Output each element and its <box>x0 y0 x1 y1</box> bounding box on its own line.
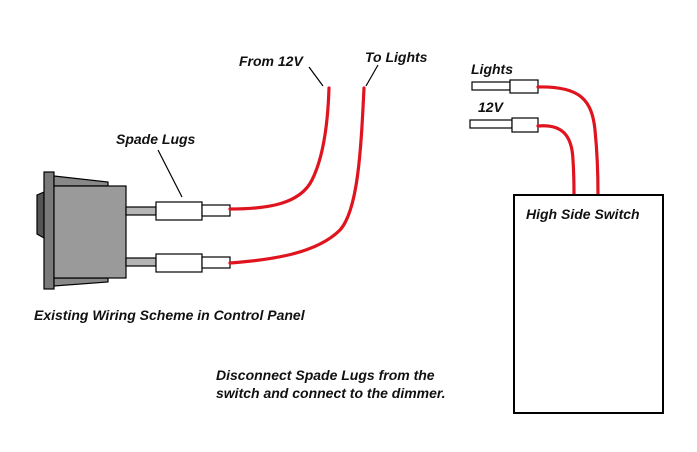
instruction-line-1: Disconnect Spade Lugs from the <box>216 367 435 383</box>
from-12v-pointer <box>308 66 324 87</box>
switch-flange-bottom <box>53 277 109 287</box>
to-lights-pointer <box>365 64 379 87</box>
rocker-switch <box>36 171 157 290</box>
switch-body <box>53 185 127 279</box>
label-high-side-switch: High Side Switch <box>526 206 640 222</box>
wire-from-12v <box>228 86 331 211</box>
switch-bezel <box>43 171 55 290</box>
rocker-tab <box>36 191 45 240</box>
label-12v: 12V <box>478 99 505 115</box>
wire-lights-to-switch <box>536 85 600 197</box>
switch-terminal-top <box>125 206 157 216</box>
label-existing-wiring: Existing Wiring Scheme in Control Panel <box>34 307 306 323</box>
lights-connector <box>471 79 539 94</box>
label-lights: Lights <box>471 61 513 77</box>
label-to-lights: To Lights <box>365 49 428 65</box>
high-side-switch-box <box>513 194 664 414</box>
label-spade-lugs: Spade Lugs <box>116 131 196 147</box>
spade-lugs-pointer <box>157 149 183 198</box>
spade-lug-bottom <box>155 253 231 273</box>
twelve-v-connector <box>469 117 539 133</box>
wire-to-lights <box>228 86 366 265</box>
switch-flange-top <box>53 175 109 187</box>
instruction-line-2: switch and connect to the dimmer. <box>216 385 445 401</box>
wire-12v-to-switch <box>536 124 576 197</box>
label-from-12v: From 12V <box>239 53 304 69</box>
spade-lug-top <box>155 201 231 221</box>
switch-terminal-bottom <box>125 257 157 267</box>
